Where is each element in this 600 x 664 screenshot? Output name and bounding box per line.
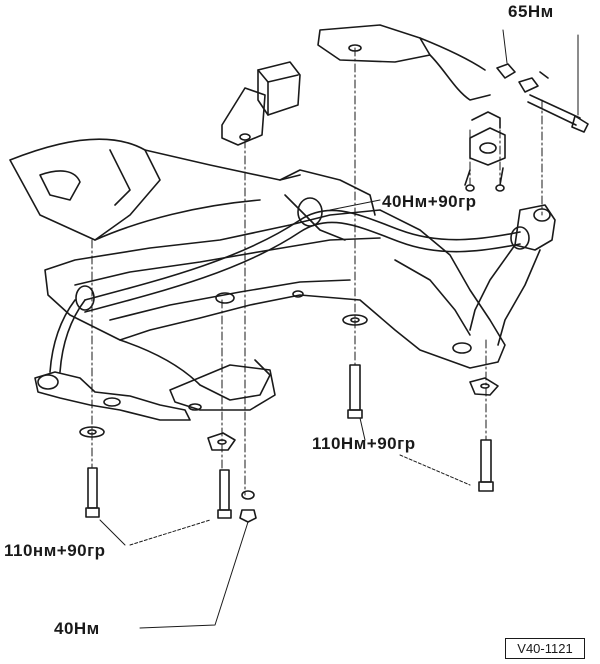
body-bracket-right bbox=[317, 24, 491, 101]
right-bolt bbox=[469, 377, 499, 492]
engine-mount-block bbox=[221, 61, 301, 146]
stabilizer-bar bbox=[49, 197, 530, 373]
leader-lines bbox=[99, 199, 471, 629]
body-frame-left bbox=[9, 138, 301, 241]
left-bolts bbox=[79, 426, 257, 523]
left-control-arm bbox=[34, 371, 191, 421]
right-engine-mount bbox=[464, 111, 506, 192]
bolt-65nm bbox=[496, 29, 589, 133]
center-bolt bbox=[342, 314, 368, 419]
torque-label-110nm-90deg-left: 110нм+90гр bbox=[4, 541, 106, 560]
torque-label-40nm-90deg: 40Нм+90гр bbox=[382, 192, 477, 211]
torque-label-65nm: 65Нм bbox=[508, 2, 554, 21]
torque-label-40nm: 40Нм bbox=[54, 619, 100, 638]
figure-code: V40-1121 bbox=[505, 638, 585, 659]
torque-label-110nm-90deg-right: 110Нм+90гр bbox=[312, 434, 416, 453]
alignment-lines bbox=[91, 47, 543, 496]
right-control-arm bbox=[469, 204, 556, 346]
